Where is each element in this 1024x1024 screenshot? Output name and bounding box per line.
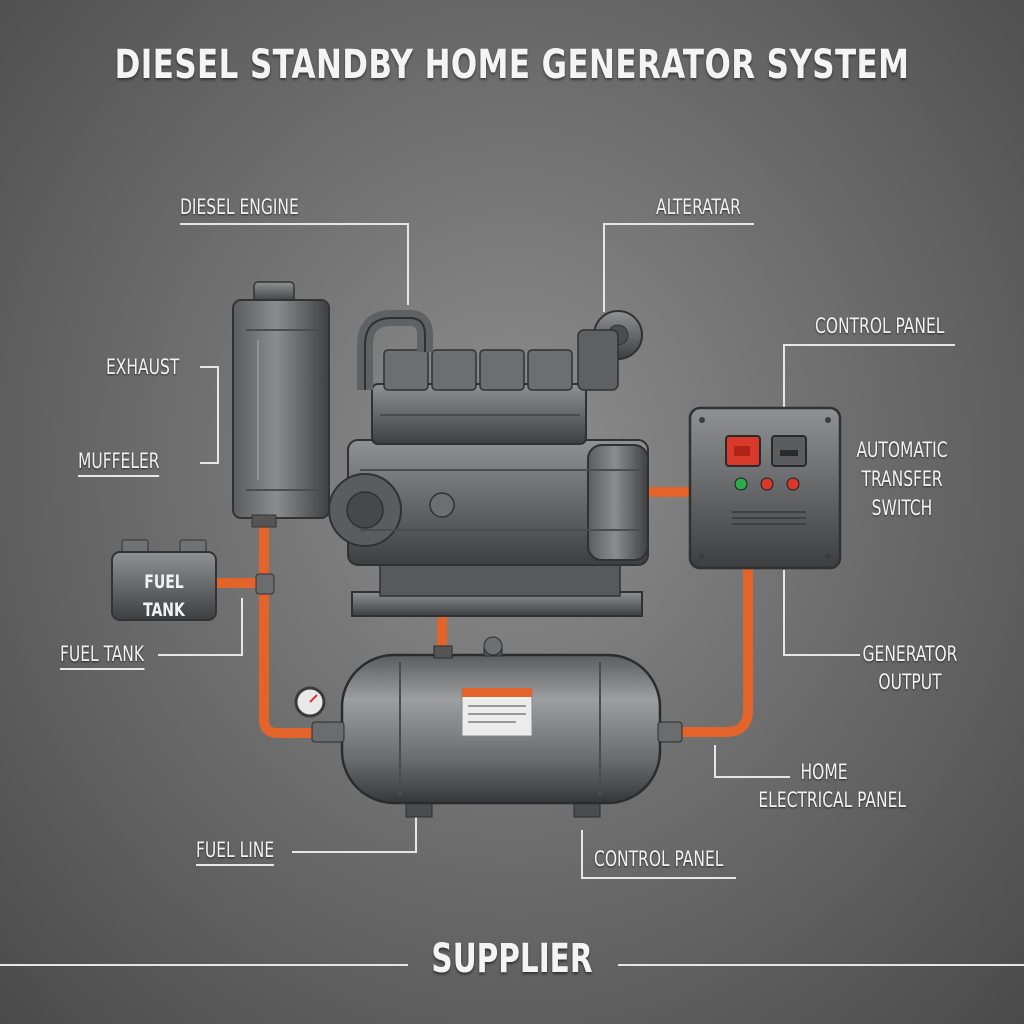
label-control-panel-bottom: CONTROL PANEL	[594, 847, 724, 871]
leader-exhaust-muffler	[200, 366, 219, 464]
label-exhaust: EXHAUST	[106, 355, 180, 379]
label-fuel-line: FUEL LINE	[196, 836, 275, 866]
fuel-tank-box-label: FUEL TANK	[143, 571, 185, 621]
footer-supplier: SUPPLIER	[431, 936, 593, 982]
label-generator-output-line1: GENERATOR	[862, 642, 958, 666]
leader-control-panel-bottom	[581, 830, 736, 879]
label-ats-line2: TRANSFER	[861, 467, 943, 491]
label-home-panel-line2: ELECTRICAL PANEL	[758, 788, 907, 812]
label-muffler: MUFFELER	[78, 447, 160, 477]
main-fuel-tank	[294, 636, 683, 818]
label-generator-output-line2: OUTPUT	[878, 670, 942, 694]
control-panel-box	[688, 406, 842, 570]
leader-fuel-line	[292, 815, 417, 853]
exhaust-muffler	[232, 281, 330, 528]
pipe-muffler-down	[259, 515, 317, 738]
leader-fuel-tank	[158, 598, 243, 656]
leader-diesel-engine	[180, 223, 409, 305]
label-diesel-engine: DIESEL ENGINE	[180, 195, 299, 219]
diagram-title: DIESEL STANDBY HOME GENERATOR SYSTEM	[114, 42, 910, 88]
label-alternator: ALTERATAR	[656, 195, 741, 219]
small-fuel-tank	[111, 539, 275, 621]
leader-home-panel	[714, 745, 790, 778]
pipe-ats-output	[673, 563, 753, 737]
diesel-engine	[328, 310, 649, 617]
label-ats-line3: SWITCH	[871, 496, 933, 520]
label-fuel-tank: FUEL TANK	[60, 640, 145, 670]
leader-generator-output	[783, 570, 860, 656]
leader-lines	[0, 223, 1024, 966]
leader-alternator	[603, 223, 754, 312]
label-control-panel-top: CONTROL PANEL	[815, 314, 945, 338]
label-ats-line1: AUTOMATIC	[856, 438, 948, 462]
label-home-panel-line1: HOME	[800, 760, 848, 784]
leader-control-panel-top	[783, 344, 955, 408]
